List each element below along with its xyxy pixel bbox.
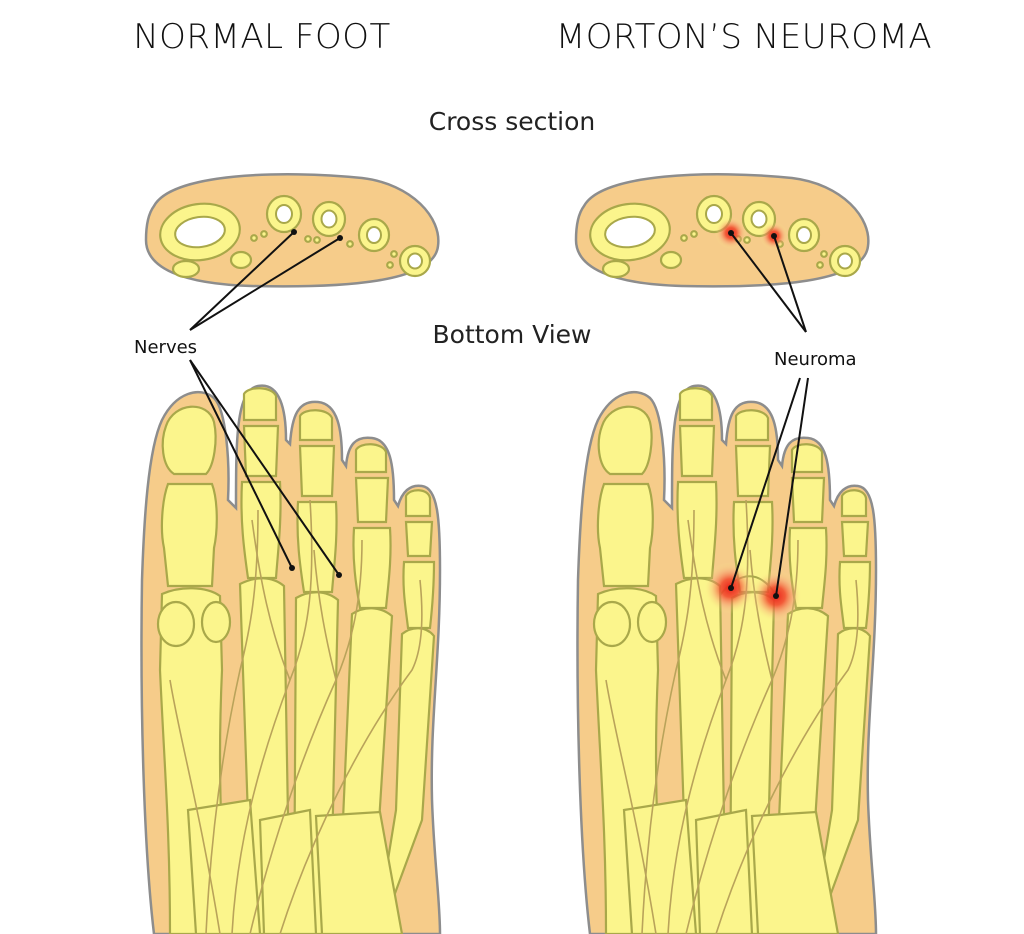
normal-foot-title: NORMAL FOOT: [133, 17, 391, 57]
nerves-label: Nerves: [134, 337, 197, 358]
cross-section-heading: Cross section: [429, 107, 596, 136]
neuroma-label: Neuroma: [774, 349, 857, 370]
normal-foot-bottom-view: [140, 384, 442, 934]
mortons-neuroma-title: MORTON’S NEUROMA: [556, 17, 932, 57]
neuroma-foot-bottom-view: [576, 384, 878, 934]
nerves-leader-lines: [189, 229, 343, 578]
neuroma-cross-section: [574, 173, 870, 288]
bottom-view-heading: Bottom View: [433, 320, 592, 349]
neuroma-leader-lines: [728, 230, 809, 599]
